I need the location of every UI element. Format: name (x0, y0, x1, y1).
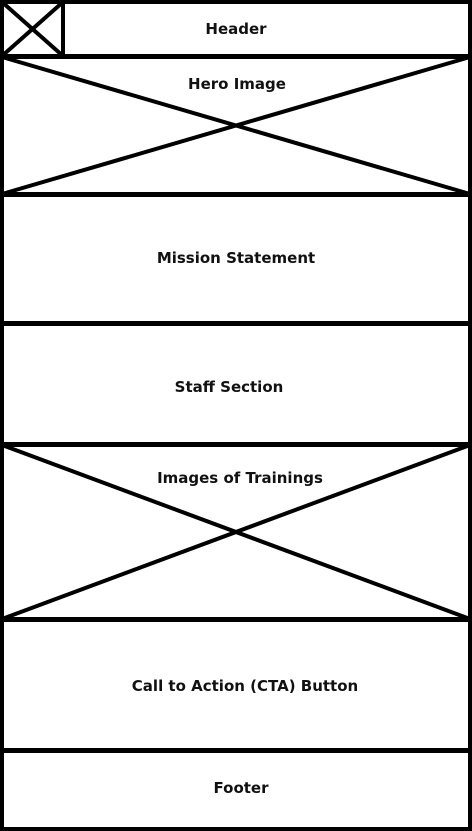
trainings-images-label: Images of Trainings (157, 469, 323, 487)
staff-section-label: Staff Section (175, 378, 284, 396)
staff-section-box (0, 322, 472, 446)
footer-label: Footer (214, 779, 270, 797)
cta-section: Call to Action (CTA) Button (0, 618, 472, 752)
mission-statement-box (0, 193, 472, 325)
hero-placeholder-image-icon (1, 55, 471, 196)
trainings-placeholder-image-icon (1, 443, 471, 621)
footer-section: Footer (0, 749, 472, 831)
logo-placeholder-icon (0, 0, 65, 58)
cta-label: Call to Action (CTA) Button (132, 677, 358, 695)
logo-cross-line-b (0, 0, 65, 58)
trainings-images-section: Images of Trainings (0, 443, 472, 621)
header-label: Header (205, 20, 267, 38)
cta-box (0, 618, 472, 752)
hero-cross-line-b (1, 55, 471, 196)
mission-statement-label: Mission Statement (157, 249, 315, 267)
hero-image-label: Hero Image (188, 75, 286, 93)
footer-box (0, 749, 472, 831)
mission-statement-section: Mission Statement (0, 193, 472, 325)
hero-image-section: Hero Image (0, 55, 472, 196)
header-section: Header (0, 0, 472, 58)
staff-section: Staff Section (0, 322, 472, 446)
trainings-cross-line-b (1, 443, 471, 621)
